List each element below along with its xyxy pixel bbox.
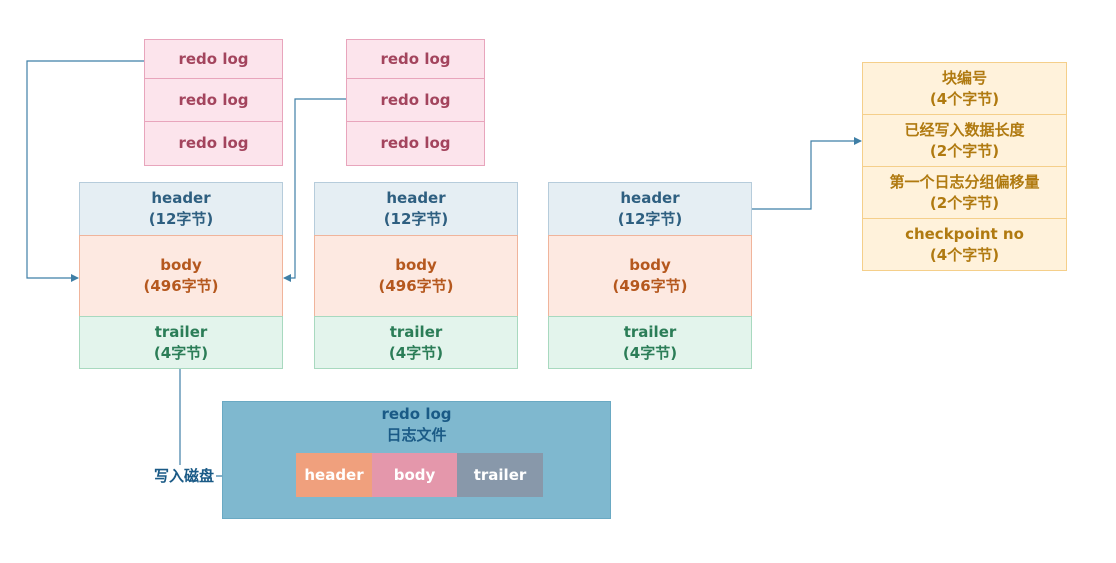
detail-name: checkpoint no <box>905 224 1024 243</box>
header-name: header <box>151 189 211 207</box>
redo-log-label: redo log <box>178 49 249 68</box>
header-name: header <box>620 189 680 207</box>
body-size: (496字节) <box>612 277 688 295</box>
header-detail-checkpoint-no: checkpoint no (4个字节) <box>862 218 1067 271</box>
block-3-trailer: trailer (4字节) <box>548 316 752 369</box>
detail-size: (4个字节) <box>929 245 1000 264</box>
connector-header-to-detail <box>752 137 862 210</box>
body-name: body <box>395 256 437 274</box>
detail-size: (2个字节) <box>929 193 1000 212</box>
trailer-name: trailer <box>623 322 677 341</box>
trailer-size: (4字节) <box>153 343 209 362</box>
redo-log-group-1-item-2: redo log <box>144 78 283 122</box>
block-2-body: body (496字节) <box>314 235 518 317</box>
block-1-body: body (496字节) <box>79 235 283 317</box>
detail-name: 已经写入数据长度 <box>904 120 1025 139</box>
body-size: (496字节) <box>143 277 219 295</box>
file-title-line-2: 日志文件 <box>386 426 447 444</box>
redo-log-group-1-item-1: redo log <box>144 39 283 79</box>
trailer-name: trailer <box>389 322 443 341</box>
file-segment-header: header <box>296 453 372 497</box>
redo-log-file-title: redo log 日志文件 <box>223 404 610 446</box>
redo-log-label: redo log <box>178 134 249 152</box>
header-size: (12字节) <box>617 210 683 228</box>
connector-log-group-1-to-body-1 <box>26 60 144 282</box>
file-segment-trailer: trailer <box>457 453 543 497</box>
trailer-size: (4字节) <box>388 343 444 362</box>
body-name: body <box>629 256 671 274</box>
detail-size: (4个字节) <box>929 89 1000 108</box>
write-to-disk-label: 写入磁盘 <box>152 465 217 487</box>
header-detail-data-length: 已经写入数据长度 (2个字节) <box>862 114 1067 167</box>
redo-log-label: redo log <box>380 90 451 109</box>
detail-name: 第一个日志分组偏移量 <box>889 172 1040 191</box>
redo-log-group-2-item-3: redo log <box>346 121 485 166</box>
header-name: header <box>386 189 446 207</box>
detail-name: 块编号 <box>941 68 987 87</box>
block-1-header: header (12字节) <box>79 182 283 236</box>
redo-log-group-1-item-3: redo log <box>144 121 283 166</box>
block-2-trailer: trailer (4字节) <box>314 316 518 369</box>
header-size: (12字节) <box>148 210 214 228</box>
block-1-trailer: trailer (4字节) <box>79 316 283 369</box>
redo-log-label: redo log <box>380 134 451 152</box>
redo-log-label: redo log <box>178 90 249 109</box>
block-3-header: header (12字节) <box>548 182 752 236</box>
block-3-body: body (496字节) <box>548 235 752 317</box>
trailer-name: trailer <box>154 322 208 341</box>
body-size: (496字节) <box>378 277 454 295</box>
redo-log-group-2-item-1: redo log <box>346 39 485 79</box>
header-size: (12字节) <box>383 210 449 228</box>
header-detail-first-group-offset: 第一个日志分组偏移量 (2个字节) <box>862 166 1067 219</box>
body-name: body <box>160 256 202 274</box>
redo-log-label: redo log <box>380 49 451 68</box>
file-segment-body: body <box>372 453 457 497</box>
redo-log-group-2-item-2: redo log <box>346 78 485 122</box>
trailer-size: (4字节) <box>622 343 678 362</box>
detail-size: (2个字节) <box>929 141 1000 160</box>
header-detail-block-number: 块编号 (4个字节) <box>862 62 1067 115</box>
connector-log-group-2-to-body-1 <box>283 98 346 282</box>
block-2-header: header (12字节) <box>314 182 518 236</box>
file-title-line-1: redo log <box>381 405 452 423</box>
